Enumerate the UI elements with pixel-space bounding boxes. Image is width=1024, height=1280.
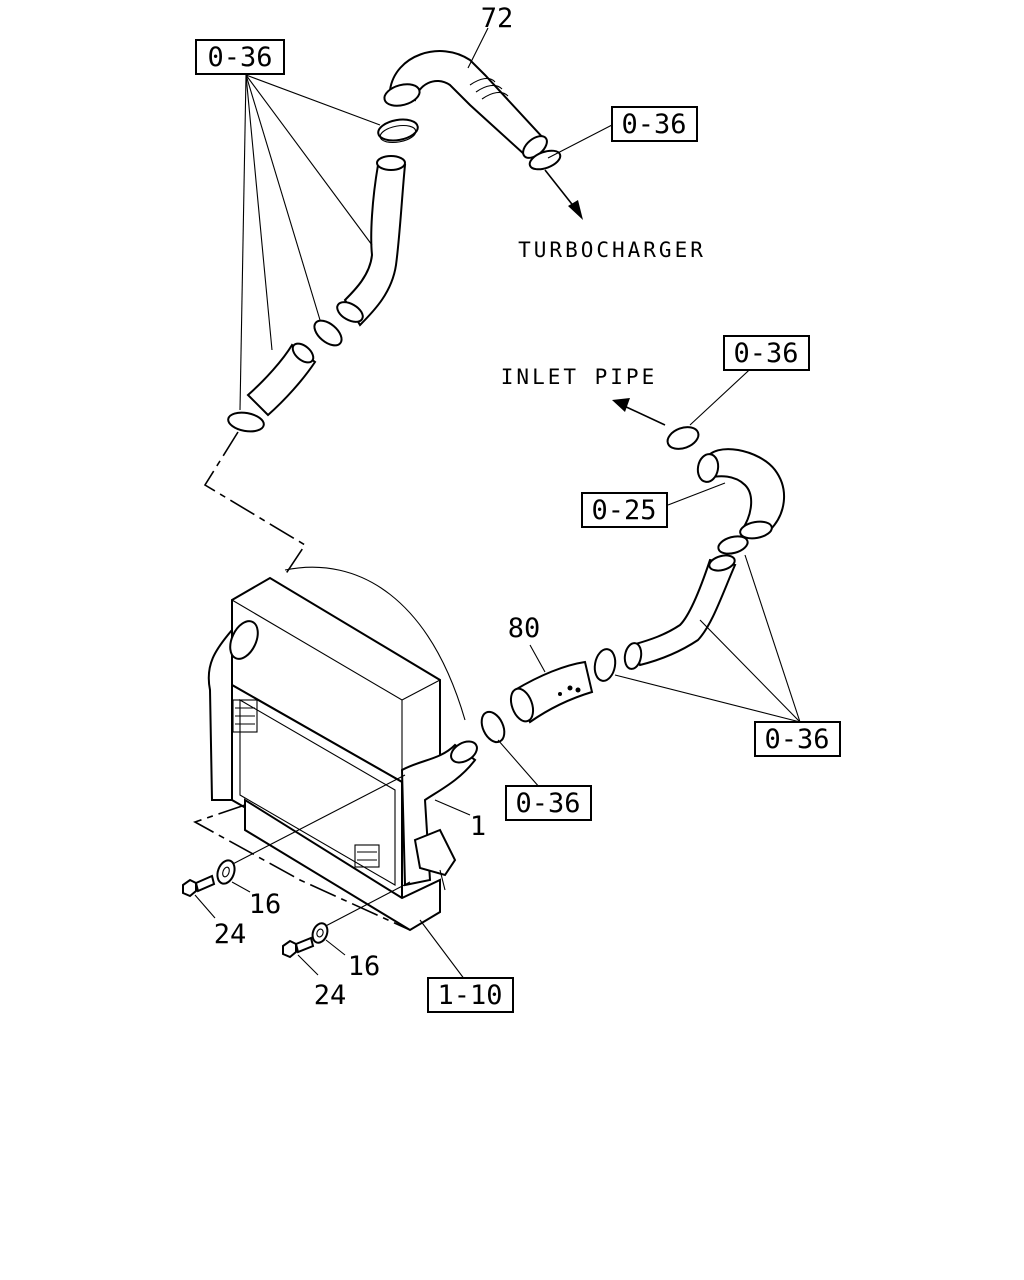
note-inlet-pipe: INLET PIPE: [501, 365, 657, 389]
leader-16b: [325, 939, 346, 956]
ref-box-0-36-inlet: 0-36: [723, 335, 810, 371]
mid-clamp: [313, 319, 343, 347]
ref-box-0-36-lower: 0-36: [505, 785, 592, 821]
leader-0-36-turbo: [547, 124, 613, 159]
leader-0-36-lower-mid: [497, 739, 541, 789]
right-clamp-top: [717, 535, 749, 555]
lower-clamp: [227, 411, 265, 433]
leader-lines-right: [614, 554, 801, 723]
mounting-bracket: [413, 828, 457, 891]
intercooler-inlet-tank: [207, 620, 259, 801]
leader-1: [434, 799, 471, 816]
washer-16-upper: [216, 859, 236, 885]
leader-lines-top-left: [239, 74, 381, 411]
ref-box-0-36-top-left: 0-36: [195, 39, 285, 75]
leader-80: [529, 644, 546, 673]
ref-label: 0-25: [591, 495, 656, 526]
hose-80: [509, 660, 594, 724]
leader-72: [467, 27, 489, 69]
part-number-72: 72: [481, 3, 514, 34]
elbow-hose-0-25: [696, 448, 786, 540]
inlet-pipe-clamp: [666, 426, 700, 450]
leader-24a: [194, 894, 216, 919]
leader-16a: [231, 881, 251, 893]
upper-hose-72: [383, 50, 548, 159]
dashed-link-bolts: [193, 804, 411, 931]
leader-1-10: [419, 919, 466, 981]
ref-label: 0-36: [621, 109, 686, 140]
note-turbocharger: TURBOCHARGER: [518, 238, 706, 262]
bolt-24-upper: [182, 874, 216, 898]
part-number-16-upper: 16: [249, 889, 282, 920]
part-number-1: 1: [470, 811, 486, 842]
ref-box-0-36-turbo: 0-36: [611, 106, 698, 142]
leader-24b: [297, 954, 319, 976]
upper-clamp-a: [377, 118, 419, 144]
inlet-pipe-arrow: [612, 398, 666, 426]
part-number-16-lower: 16: [348, 951, 381, 982]
ref-label: 0-36: [733, 338, 798, 369]
washer-16-lower: [311, 922, 329, 944]
part-number-24-upper: 24: [214, 919, 247, 950]
ref-box-0-25: 0-25: [581, 492, 668, 528]
bolt-line-upper: [224, 774, 406, 869]
ref-label: 0-36: [515, 788, 580, 819]
leader-0-25: [667, 482, 726, 506]
right-clamp-mid: [593, 648, 617, 682]
right-pipe: [623, 554, 737, 670]
upper-pipe: [336, 155, 407, 327]
ref-label: 1-10: [437, 980, 502, 1011]
ref-label: 0-36: [207, 42, 272, 73]
ref-label: 0-36: [764, 724, 829, 755]
ref-box-1-10: 1-10: [427, 977, 514, 1013]
bolt-24-lower: [282, 936, 315, 959]
dashed-link-upper: [203, 431, 307, 576]
lower-hose: [246, 342, 317, 417]
part-number-80: 80: [508, 613, 541, 644]
turbocharger-arrow: [544, 169, 583, 220]
ref-box-0-36-right: 0-36: [754, 721, 841, 757]
right-clamp-intercooler: [480, 710, 506, 744]
part-number-24-lower: 24: [314, 980, 347, 1011]
bolt-line-lower: [317, 881, 411, 931]
